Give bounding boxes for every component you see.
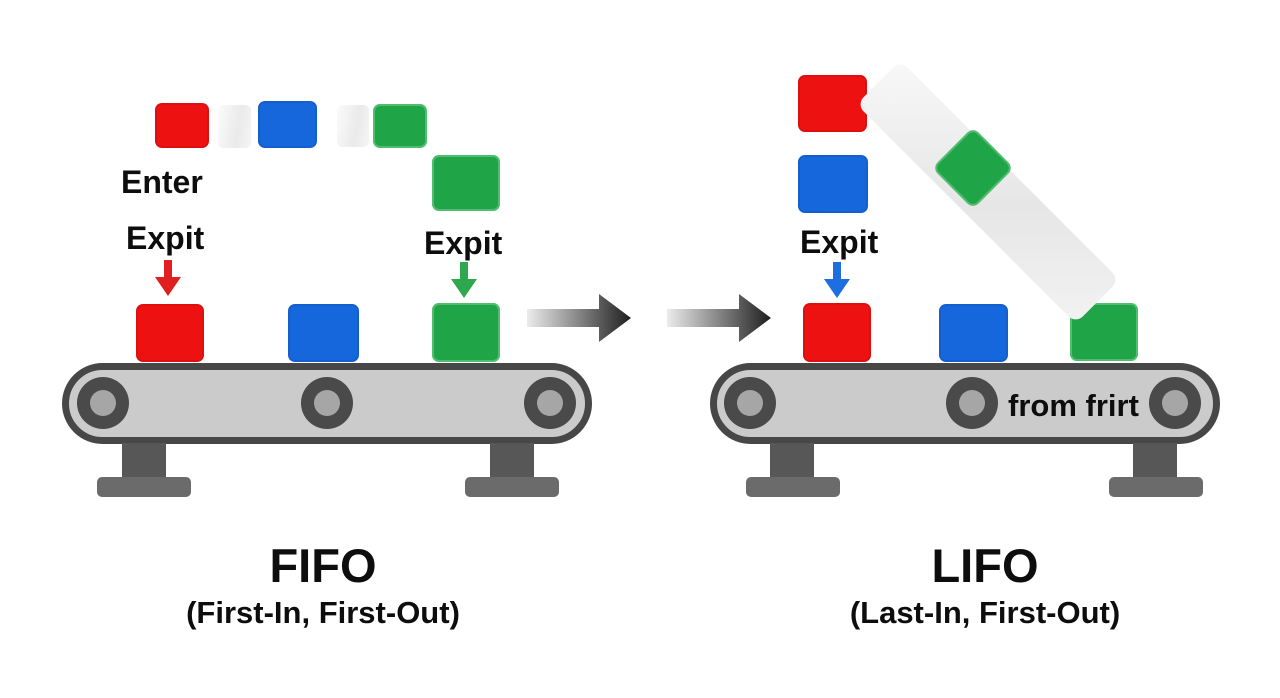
fifo-conveyor-belt	[62, 363, 592, 444]
roller-hub	[959, 390, 985, 416]
exit-label-right: Expit	[424, 225, 503, 261]
belt-leg	[490, 443, 534, 478]
fifo-enter-box-red	[155, 103, 209, 148]
exit-label: Expit	[800, 224, 879, 260]
roller	[724, 377, 776, 429]
roller-hub	[90, 390, 116, 416]
fifo-belt-box-green	[432, 303, 500, 362]
belt-foot	[465, 477, 559, 497]
roller	[301, 377, 353, 429]
belt-leg	[1133, 443, 1177, 478]
lifo-stack-box-red	[798, 75, 867, 132]
fifo-enter-box-green	[373, 104, 427, 148]
belt-foot	[1109, 477, 1203, 497]
enter-label: Enter	[121, 164, 203, 200]
belt-text-label: from frirt	[1008, 388, 1139, 423]
motion-trail	[337, 105, 369, 147]
fifo-title: FIFO	[269, 539, 377, 592]
lifo-title: LIFO	[931, 539, 1039, 592]
belt-leg	[770, 443, 814, 478]
fifo-subtitle: (First-In, First-Out)	[186, 595, 460, 630]
green-down-arrow-icon	[451, 262, 477, 298]
roller	[524, 377, 576, 429]
motion-trail	[218, 105, 251, 148]
belt-foot	[97, 477, 191, 497]
flow-arrow-icon	[667, 294, 771, 342]
blue-down-arrow-icon	[824, 262, 850, 298]
roller	[77, 377, 129, 429]
fifo-belt-box-blue	[288, 304, 359, 362]
fifo-belt-box-red	[136, 304, 204, 362]
red-down-arrow-icon	[155, 260, 181, 296]
lifo-belt-box-blue	[939, 304, 1008, 362]
roller-hub	[537, 390, 563, 416]
fifo-enter-box-blue	[258, 101, 317, 148]
roller-hub	[737, 390, 763, 416]
roller-hub	[314, 390, 340, 416]
belt-foot	[746, 477, 840, 497]
belt-leg	[122, 443, 166, 478]
lifo-belt-box-red	[803, 303, 871, 362]
exit-label-left: Expit	[126, 220, 205, 256]
fifo-dropping-box-green	[432, 155, 500, 211]
roller	[946, 377, 998, 429]
lifo-conveyor-belt	[710, 363, 1220, 444]
lifo-subtitle: (Last-In, First-Out)	[849, 595, 1121, 630]
roller-hub	[1162, 390, 1188, 416]
flow-arrow-icon	[527, 294, 631, 342]
lifo-stack-box-blue	[798, 155, 868, 213]
roller	[1149, 377, 1201, 429]
